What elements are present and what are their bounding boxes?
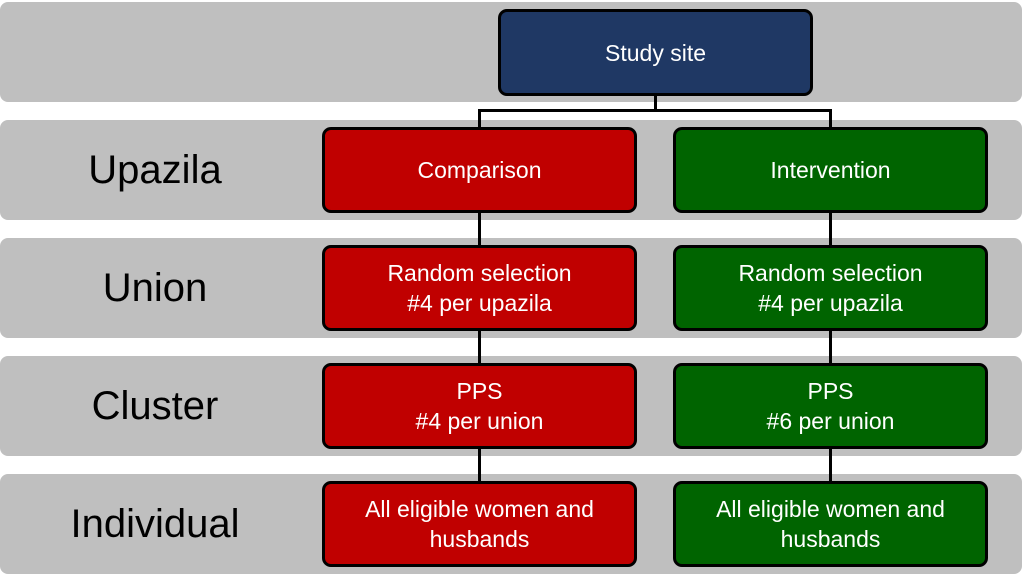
intervention-union-box: Random selection #4 per upazila [673,245,988,331]
level-label-individual: Individual [70,501,240,546]
intervention-individual-box: All eligible women and husbands [673,481,988,567]
study-site-label: Study site [605,39,706,66]
level-label-union: Union [102,265,208,310]
comparison-upazila-box: Comparison [322,127,637,213]
connector-intervention-vertical [829,210,832,485]
intervention-upazila-text: Intervention [770,157,891,183]
connector-comparison-vertical [478,210,481,485]
connector-root-down [654,94,657,111]
comparison-cluster-box: PPS #4 per union [322,363,637,449]
comparison-upazila-text: Comparison [417,157,542,183]
intervention-individual-line-2: husbands [780,526,881,552]
connector-intervention-top [829,109,832,129]
comparison-union-line-1: Random selection [387,260,572,286]
connector-horizontal [478,109,832,112]
comparison-union-line-2: #4 per upazila [407,290,552,316]
comparison-cluster-line-2: #4 per union [415,408,544,434]
level-label-cluster: Cluster [91,383,219,428]
intervention-upazila-box: Intervention [673,127,988,213]
comparison-individual-box: All eligible women and husbands [322,481,637,567]
comparison-individual-line-2: husbands [429,526,530,552]
comparison-cluster-line-1: PPS [456,378,503,404]
intervention-cluster-line-2: #6 per union [766,408,895,434]
comparison-union-box: Random selection #4 per upazila [322,245,637,331]
intervention-individual-line-1: All eligible women and [716,496,945,522]
study-site-box: Study site [498,9,813,96]
level-label-upazila: Upazila [88,147,222,192]
intervention-union-line-2: #4 per upazila [758,290,903,316]
intervention-cluster-line-1: PPS [807,378,854,404]
intervention-union-line-1: Random selection [738,260,923,286]
comparison-individual-line-1: All eligible women and [365,496,594,522]
connector-comparison-top [478,109,481,129]
intervention-cluster-box: PPS #6 per union [673,363,988,449]
